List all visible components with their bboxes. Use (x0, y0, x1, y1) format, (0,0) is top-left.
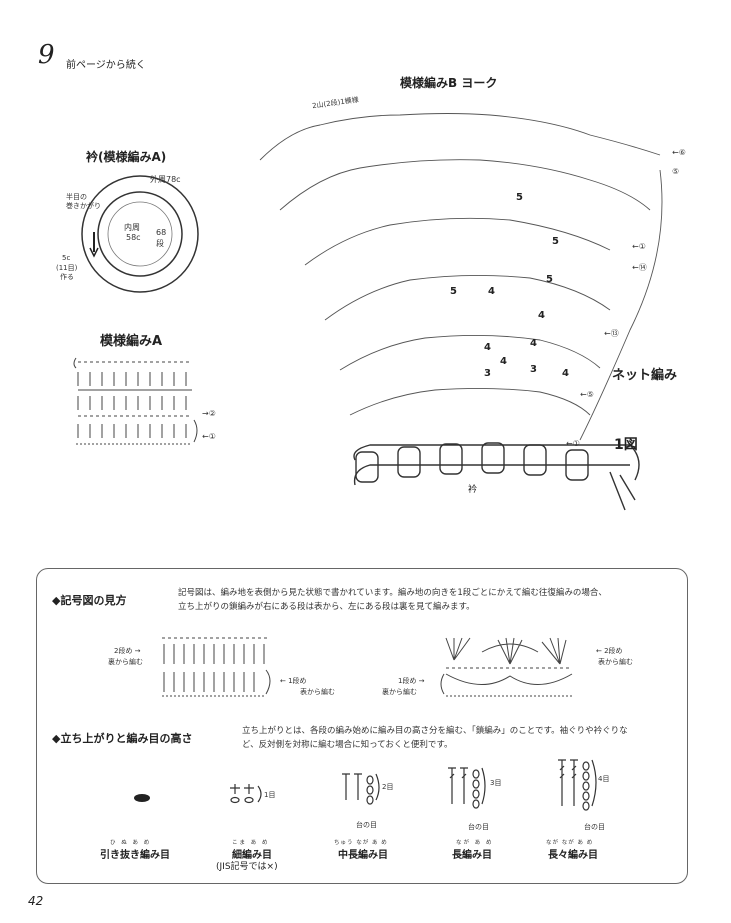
collar-inner-label-2: 58c (126, 233, 141, 242)
collar-ring-diagram (81, 175, 199, 293)
count-label: 4 (484, 342, 491, 353)
collar-outer-label: 外周78c (150, 175, 181, 184)
row-marker-5-bottom: ←⑤ (580, 390, 594, 399)
row-marker-14: ←⑭ (632, 263, 647, 272)
pattern-a-row1: ←① (202, 432, 216, 441)
collar-title: 衿(模様編みA) (86, 150, 167, 164)
row-marker-5-top: ⑤ (672, 167, 680, 176)
slip-stitch-ruby: ひ ぬ あ め (110, 840, 152, 846)
pattern-a-chart (73, 357, 198, 445)
row-marker-6: ←⑥ (672, 148, 686, 157)
legend-left-row2-b: 裏から編む (108, 658, 143, 666)
half-double-symbol (342, 773, 380, 805)
count-label: 4 (530, 338, 537, 349)
count-label: 5 (516, 192, 523, 203)
legend-section-2-text-1: 立ち上がりとは、各段の編み始めに編み目の高さ分を編む、「鎖編み」のことです。袖ぐ… (242, 726, 628, 736)
count-label: 4 (538, 310, 545, 321)
continued-note: 前ページから続く (66, 60, 146, 71)
collar-rows-label-2: 段 (156, 239, 164, 248)
double-crochet-name: 長編み目 (452, 850, 492, 861)
count-label: 5 (450, 286, 457, 297)
half-double-count: 2目 (382, 783, 394, 791)
legend-left-row2-a: 2段め → (114, 647, 141, 655)
half-double-ruby: ちゅう なが あ め (334, 840, 388, 846)
legend-right-row1-a: 1段め → (398, 677, 425, 685)
count-label: 4 (488, 286, 495, 297)
single-crochet-name: 細編み目 (232, 850, 272, 861)
legend-right-row2-a: ← 2段め (596, 647, 623, 655)
row-marker-1-right: ←① (632, 242, 646, 251)
legend-section-1-title: ◆記号図の見方 (52, 594, 127, 607)
collar-start-note-2: 巻きかがり (66, 202, 101, 210)
count-label: 4 (562, 368, 569, 379)
legend-right-row1-b: 裏から編む (382, 688, 417, 696)
legend-right-chart (440, 637, 573, 697)
legend-section-2-title: ◆立ち上がりと編み目の高さ (52, 732, 193, 745)
collar-rows-label-1: 68 (156, 228, 167, 237)
slip-stitch-name: 引き抜き編み目 (100, 850, 170, 861)
legend-section-1-text-2: 立ち上がりの鎖編みが右にある段は表から、左にある段は裏を見て編みます。 (178, 602, 475, 612)
pattern-a-row2: →② (202, 409, 216, 418)
legend-box (36, 568, 688, 884)
treble-crochet-ruby: なが なが あ め (546, 840, 594, 846)
legend-left-row1-a: ← 1段め (280, 677, 307, 685)
slip-stitch-symbol (134, 794, 150, 802)
legend-right-row2-b: 表から編む (598, 658, 633, 666)
collar-made-1: 5c (62, 254, 71, 262)
count-label: 4 (500, 356, 507, 367)
count-label: 3 (484, 368, 491, 379)
double-crochet-ruby: なが あ め (456, 840, 494, 846)
count-label: 5 (552, 236, 559, 247)
treble-crochet-symbol (558, 759, 597, 811)
single-crochet-jis: (JIS記号では×) (216, 862, 278, 872)
collar-made-2: (11目) (56, 264, 78, 272)
row-marker-13: ←⑬ (604, 329, 619, 338)
legend-left-row1-b: 表から編む (300, 688, 335, 696)
collar-start-note-1: 半目の (66, 193, 87, 201)
figure-1-label: 1図 (614, 437, 638, 453)
legend-section-2-text-2: ど、反対側を対称に編む場合に知っておくと便利です。 (242, 740, 453, 750)
double-crochet-base: 台の目 (468, 823, 489, 831)
section-number: 9 (38, 40, 55, 70)
single-crochet-count: 1目 (264, 791, 276, 799)
collar-made-3: 作る (60, 273, 74, 281)
pattern-b-fan-chart (259, 113, 663, 511)
half-double-base: 台の目 (356, 821, 377, 829)
collar-inner-label-1: 内周 (124, 223, 140, 232)
pattern-a-title: 模様編みA (100, 334, 163, 349)
treble-crochet-count: 4目 (598, 775, 610, 783)
pattern-b-title: 模様編みB ヨーク (400, 76, 498, 90)
double-crochet-symbol (448, 767, 486, 809)
treble-crochet-base: 台の目 (584, 823, 605, 831)
row-marker-1-bottom: ←① (566, 439, 580, 448)
yoke-collar-label: 衿 (468, 485, 478, 495)
legend-section-1-text-1: 記号図は、編み地を表側から見た状態で書かれています。編み地の向きを1段ごとにかえ… (178, 588, 607, 598)
half-double-name: 中長編み目 (338, 850, 388, 861)
legend-left-chart (162, 637, 271, 697)
count-label: 3 (530, 364, 537, 375)
single-crochet-ruby: こま あ め (232, 840, 270, 846)
page-number: 42 (28, 894, 44, 908)
count-label: 5 (546, 274, 553, 285)
single-crochet-symbol (230, 784, 262, 804)
double-crochet-count: 3目 (490, 779, 502, 787)
net-stitch-label: ネット編み (612, 368, 678, 383)
treble-crochet-name: 長々編み目 (548, 850, 598, 861)
